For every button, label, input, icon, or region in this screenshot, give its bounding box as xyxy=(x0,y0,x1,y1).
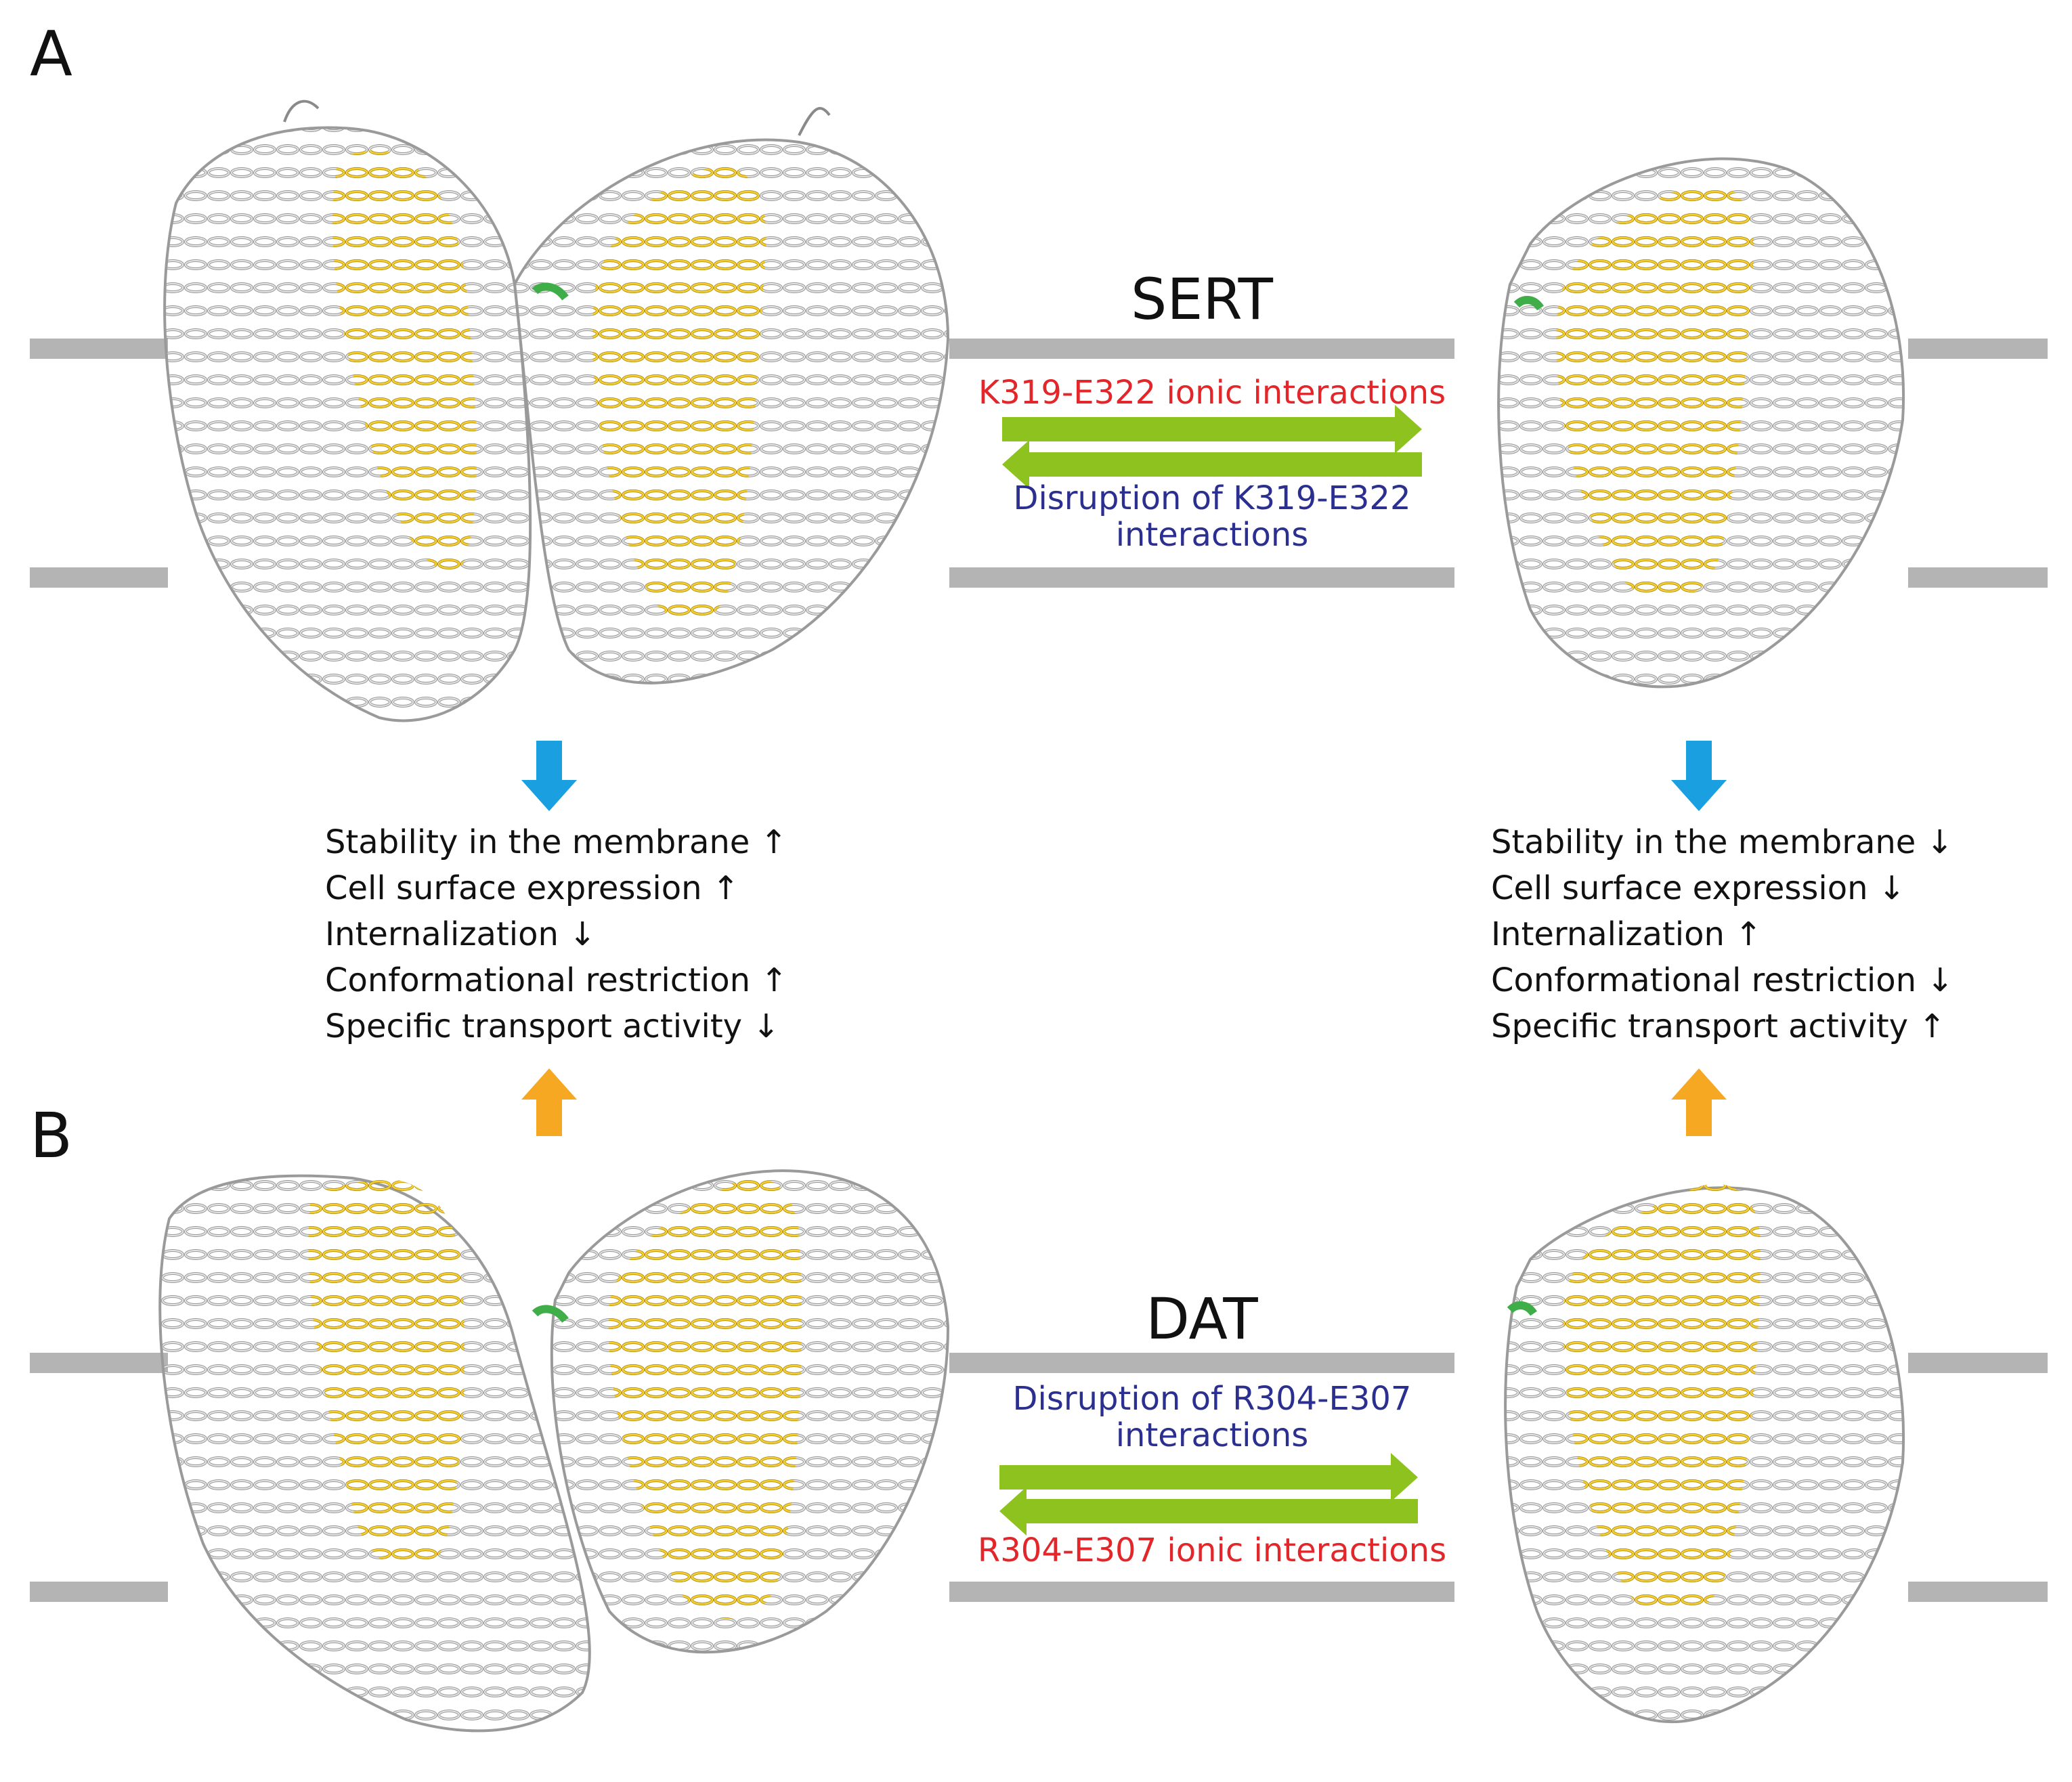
effect-left-conformational-restriction: Conformational restriction ↑ xyxy=(325,961,788,999)
equilibrium-arrows-b xyxy=(999,1453,1418,1536)
panel-letter-b: B xyxy=(30,1100,73,1172)
sert-reverse-label-line1: Disruption of K319-E322 xyxy=(1013,479,1411,517)
sert-monomer-structure xyxy=(1497,157,1905,689)
effects-list-right: Stability in the membrane ↓ Cell surface… xyxy=(1491,819,1954,1049)
down-arrow-right xyxy=(1671,741,1727,811)
sert-reverse-label-line2: interactions xyxy=(1115,515,1309,554)
dat-top-label-line2: interactions xyxy=(1115,1416,1309,1454)
effect-left-stability: Stability in the membrane ↑ xyxy=(325,823,787,861)
membrane-lines-b xyxy=(30,1353,2048,1602)
sert-dimer-structure xyxy=(163,100,950,722)
effect-right-conformational-restriction: Conformational restriction ↓ xyxy=(1491,961,1954,999)
effect-right-surface-expression: Cell surface expression ↓ xyxy=(1491,869,1906,907)
effects-list-left: Stability in the membrane ↑ Cell surface… xyxy=(325,819,788,1049)
up-arrow-right xyxy=(1671,1068,1727,1136)
dat-title: DAT xyxy=(1146,1286,1258,1352)
equilibrium-arrows-a xyxy=(1002,405,1422,489)
sert-forward-label: K319-E322 ionic interactions xyxy=(978,374,1446,412)
membrane-lines-a xyxy=(30,339,2048,588)
dat-monomer-structure xyxy=(1504,1183,1905,1724)
effect-left-transport-activity: Specific transport activity ↓ xyxy=(325,1007,780,1045)
up-arrow-left xyxy=(521,1068,577,1136)
down-arrow-left xyxy=(521,741,577,811)
dat-dimer-structure xyxy=(158,1169,950,1733)
panel-letter-a: A xyxy=(30,18,72,90)
effect-right-transport-activity: Specific transport activity ↑ xyxy=(1491,1007,1946,1045)
effect-right-stability: Stability in the membrane ↓ xyxy=(1491,823,1954,861)
effect-left-internalization: Internalization ↓ xyxy=(325,915,597,953)
sert-title: SERT xyxy=(1131,266,1273,332)
dat-top-label-line1: Disruption of R304-E307 xyxy=(1012,1380,1412,1418)
effect-left-surface-expression: Cell surface expression ↑ xyxy=(325,869,740,907)
effect-right-internalization: Internalization ↑ xyxy=(1491,915,1763,953)
dat-bottom-label: R304-E307 ionic interactions xyxy=(977,1531,1447,1569)
dat-top-label: Disruption of R304-E307 interactions xyxy=(962,1381,1463,1454)
sert-reverse-label: Disruption of K319-E322 interactions xyxy=(962,479,1463,554)
